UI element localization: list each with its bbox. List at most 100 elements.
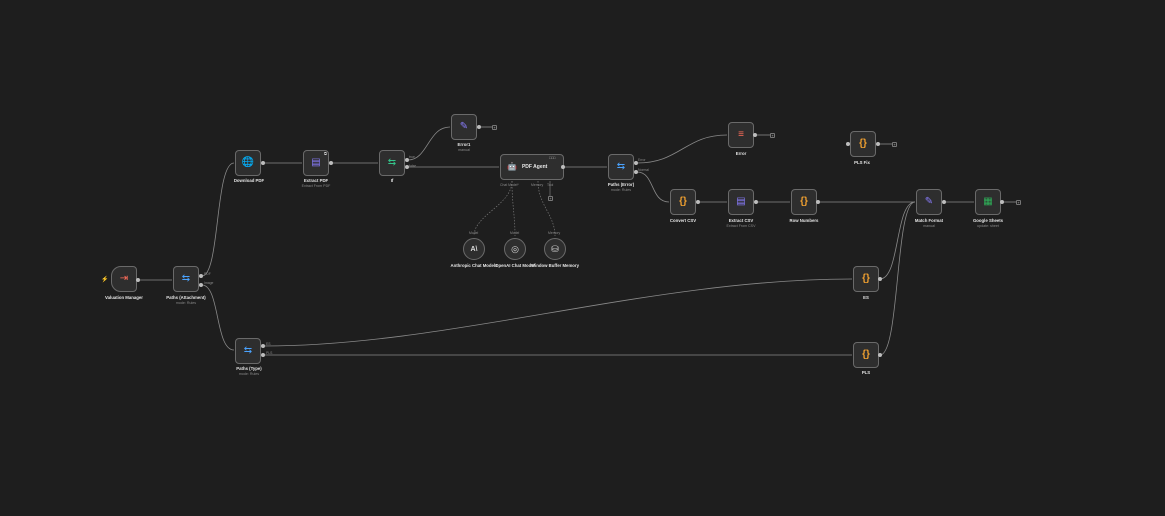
error1-node[interactable]: ✎ <box>451 114 477 140</box>
node-subtitle: Extract From PDF <box>301 184 331 188</box>
node-label: Paths (Error) <box>607 182 635 187</box>
output-label: true <box>409 155 415 159</box>
output-port[interactable] <box>261 344 265 348</box>
connection <box>407 126 451 161</box>
node-label: Paths (Attachment) <box>166 295 206 300</box>
stop-list-icon: ≡ <box>738 129 744 140</box>
node-label: PLS Fix <box>854 160 870 165</box>
node-badge-icon: ⧉ <box>324 151 327 156</box>
node-subtitle: update: sheet <box>977 224 999 228</box>
output-label: Image <box>204 281 214 285</box>
node-label: If <box>390 178 394 183</box>
output-port[interactable] <box>405 165 409 169</box>
chat-model-port-label: Chat Model* <box>500 183 519 187</box>
openai-logo-icon: ◎ <box>511 243 519 254</box>
pls-fix-node[interactable]: {} <box>850 131 876 157</box>
pdf-agent-node[interactable]: 🤖 PDF Agent □□□ <box>500 154 564 180</box>
output-port[interactable] <box>477 125 481 129</box>
extract-pdf-node[interactable]: ▤ ⧉ <box>303 150 329 176</box>
code-braces-icon: {} <box>862 349 870 360</box>
match-format-node[interactable]: ✎ <box>916 189 942 215</box>
add-node-button[interactable]: + <box>770 133 775 138</box>
trigger-lightning-icon: ⚡ <box>101 277 109 283</box>
add-node-button[interactable]: + <box>1016 200 1021 205</box>
output-port[interactable] <box>878 277 882 281</box>
connection <box>879 201 916 280</box>
node-subtitle: mode: Rules <box>610 188 632 192</box>
output-port[interactable] <box>261 161 265 165</box>
paths-attachment-node[interactable]: ⇆ <box>173 266 199 292</box>
anthropic-logo-icon: A\ <box>470 245 478 253</box>
connection <box>201 284 235 351</box>
node-label: Valuation Manager <box>105 295 143 300</box>
output-port[interactable] <box>942 200 946 204</box>
node-label: PLS <box>861 370 871 375</box>
output-port[interactable] <box>754 200 758 204</box>
tool-port-label: Tool <box>547 183 554 187</box>
connection <box>879 201 916 356</box>
code-braces-icon: {} <box>862 273 870 284</box>
add-node-button[interactable]: + <box>492 125 497 130</box>
node-label: ES <box>863 295 869 300</box>
node-label: Extract CSV <box>728 218 754 223</box>
output-port[interactable] <box>199 274 203 278</box>
sub-connection <box>537 180 556 237</box>
output-port[interactable] <box>561 165 565 169</box>
valuation-manager-node[interactable]: ⇥ <box>111 266 137 292</box>
node-subtitle: manual <box>923 224 935 228</box>
output-port[interactable] <box>816 200 820 204</box>
node-label: Window Buffer Memory <box>531 263 579 268</box>
output-port[interactable] <box>405 158 409 162</box>
paths-error-node[interactable]: ⇆ <box>608 154 634 180</box>
row-numbers-node[interactable]: {} <box>791 189 817 215</box>
sub-connection <box>473 180 513 237</box>
output-port[interactable] <box>329 161 333 165</box>
add-tool-button[interactable]: + <box>548 196 553 201</box>
output-port[interactable] <box>261 353 265 357</box>
input-port[interactable] <box>846 142 850 146</box>
add-node-button[interactable]: + <box>892 142 897 147</box>
output-port[interactable] <box>634 170 638 174</box>
if-node[interactable]: ⇆ <box>379 150 405 176</box>
node-label: Row Numbers <box>789 218 819 223</box>
openai-chat-model-node[interactable]: ◎ <box>504 238 526 260</box>
extract-csv-node[interactable]: ▤ <box>728 189 754 215</box>
output-port[interactable] <box>199 283 203 287</box>
node-subtitle: mode: Rules <box>238 372 260 376</box>
code-braces-icon: {} <box>859 138 867 149</box>
paths-type-node[interactable]: ⇆ <box>235 338 261 364</box>
node-label: Google Sheets <box>972 218 1004 223</box>
pencil-icon: ✎ <box>924 196 934 207</box>
model-port-label: Model <box>510 231 520 235</box>
switch-icon: ⇆ <box>181 273 191 284</box>
extract-file-icon: ▤ <box>311 157 321 168</box>
node-status-icons: □□□ <box>549 156 556 160</box>
output-port[interactable] <box>696 200 700 204</box>
connection <box>636 134 728 164</box>
connection <box>263 278 853 347</box>
memory-port-label: Memory <box>548 231 561 235</box>
output-port[interactable] <box>876 142 880 146</box>
download-pdf-node[interactable]: 🌐 <box>235 150 261 176</box>
output-port[interactable] <box>1000 200 1004 204</box>
node-label: Error <box>735 151 747 156</box>
pls-node[interactable]: {} <box>853 342 879 368</box>
sub-connection <box>511 180 516 237</box>
error-node[interactable]: ≡ <box>728 122 754 148</box>
output-label: Error <box>638 158 646 162</box>
output-port[interactable] <box>136 278 140 282</box>
node-label: Convert CSV <box>669 218 697 223</box>
convert-csv-node[interactable]: {} <box>670 189 696 215</box>
window-buffer-memory-node[interactable]: ⛁ <box>544 238 566 260</box>
anthropic-chat-model-node[interactable]: A\ <box>463 238 485 260</box>
output-port[interactable] <box>634 161 638 165</box>
memory-port-label: Memory <box>531 183 544 187</box>
robot-icon: 🤖 <box>507 162 517 171</box>
es-node[interactable]: {} <box>853 266 879 292</box>
output-port[interactable] <box>878 353 882 357</box>
output-label: PLS <box>266 351 273 355</box>
google-sheets-node[interactable]: ▦ <box>975 189 1001 215</box>
output-port[interactable] <box>753 133 757 137</box>
